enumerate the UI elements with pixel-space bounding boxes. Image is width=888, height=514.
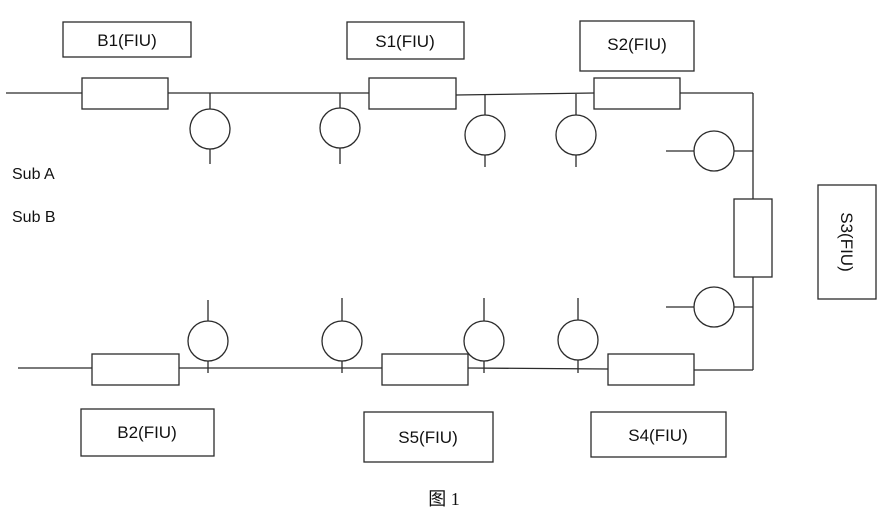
switch-s4 [607, 353, 695, 386]
fiu-label-s5: S5(FIU) [363, 411, 494, 463]
tap-right-2 [666, 286, 753, 328]
tap-bottom-2 [321, 298, 363, 373]
bottom-feeder [18, 367, 753, 371]
top-feeder [6, 92, 753, 96]
tap-bottom-1 [187, 300, 229, 373]
tap-right-1 [666, 130, 753, 172]
tap-top-2 [319, 93, 361, 164]
switch-s3 [733, 198, 773, 278]
fiu-label-b1-text: B1(FIU) [97, 31, 157, 50]
switch-b1 [81, 77, 169, 110]
tap-bottom-4 [557, 298, 599, 373]
fiu-label-s2: S2(FIU) [579, 20, 695, 72]
tap-top-3 [464, 95, 506, 167]
fiu-label-b2-text: B2(FIU) [117, 423, 177, 442]
fiu-label-s1: S1(FIU) [346, 21, 465, 60]
tap-top-4 [555, 94, 597, 167]
fiu-label-s1-text: S1(FIU) [375, 32, 435, 51]
sub-b-label: Sub B [12, 209, 56, 226]
switch-b2 [91, 353, 180, 386]
tap-top-1 [189, 93, 231, 164]
tap-bottom-3 [463, 298, 505, 373]
sub-a-label: Sub A [12, 166, 55, 183]
switch-s1 [368, 77, 457, 110]
switch-s2 [593, 77, 681, 110]
fiu-label-s5-text: S5(FIU) [398, 428, 458, 447]
fiu-label-s2-text: S2(FIU) [607, 35, 667, 54]
fiu-label-s4-text: S4(FIU) [628, 426, 688, 445]
fiu-label-s3-text: S3(FIU) [837, 212, 856, 272]
fiu-label-b2: B2(FIU) [80, 408, 215, 457]
fiu-label-s4: S4(FIU) [590, 411, 727, 458]
fiu-label-s3: S3(FIU) [817, 184, 877, 300]
switch-s5 [381, 353, 469, 386]
fiu-label-b1: B1(FIU) [62, 21, 192, 58]
figure-caption: 图 1 [428, 489, 460, 509]
